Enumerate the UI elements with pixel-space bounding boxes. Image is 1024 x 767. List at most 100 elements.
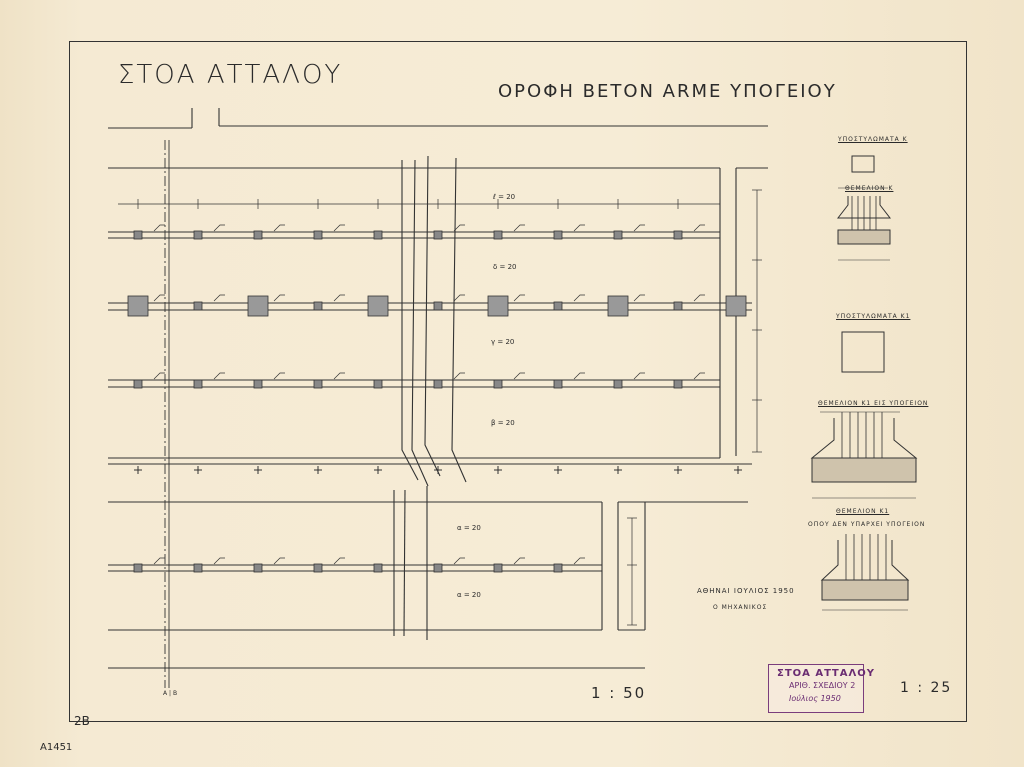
drawing-frame bbox=[69, 41, 967, 722]
column-row4-5 bbox=[433, 563, 443, 573]
slab-label-d: δ = 20 bbox=[493, 263, 517, 271]
bar-hook-22 bbox=[453, 372, 465, 380]
bar-hook-30 bbox=[333, 557, 345, 565]
column-row4-2 bbox=[253, 563, 263, 573]
bar-hook-6 bbox=[573, 224, 585, 232]
column-row1-0 bbox=[133, 230, 143, 240]
column-row2-7 bbox=[553, 301, 563, 311]
drawing-title: ΣΤΟΑ ΑΤΤΑΛΟΥ bbox=[118, 60, 343, 90]
column-row3-1 bbox=[193, 379, 203, 389]
stamp-line-3: Ιούλιος 1950 bbox=[789, 694, 841, 703]
column-row4-7 bbox=[553, 563, 563, 573]
column-large-0 bbox=[127, 295, 149, 317]
bar-hook-2 bbox=[273, 224, 285, 232]
bar-hook-3 bbox=[333, 224, 345, 232]
slab-label-a2: α = 20 bbox=[457, 591, 481, 599]
cut-line-3 bbox=[424, 155, 441, 477]
date-text: ΑΘΗΝΑΙ ΙΟΥΛΙΟΣ 1950 bbox=[697, 587, 795, 595]
bar-hook-10 bbox=[213, 294, 225, 302]
column-row4-0 bbox=[133, 563, 143, 573]
bar-hook-11 bbox=[273, 294, 285, 302]
column-row1-6 bbox=[493, 230, 503, 240]
column-row2-5 bbox=[433, 301, 443, 311]
bar-hook-14 bbox=[513, 294, 525, 302]
bar-hook-8 bbox=[693, 224, 705, 232]
bar-hook-32 bbox=[513, 557, 525, 565]
stamp-line-1: ΣΤΟΑ ΑΤΤΑΛΟΥ bbox=[777, 668, 875, 679]
detail-note-found-k1b: ΟΠΟΥ ΔΕΝ ΥΠΑΡΧΕΙ ΥΠΟΓΕΙΟΝ bbox=[808, 521, 926, 528]
detail-column-k1-section bbox=[841, 331, 885, 373]
bar-hook-1 bbox=[213, 224, 225, 232]
column-row3-0 bbox=[133, 379, 143, 389]
bar-hook-17 bbox=[693, 294, 705, 302]
bar-hook-19 bbox=[213, 372, 225, 380]
column-row1-5 bbox=[433, 230, 443, 240]
column-row2-1 bbox=[193, 301, 203, 311]
column-row4-4 bbox=[373, 563, 383, 573]
slab-label-b: β = 20 bbox=[491, 419, 515, 427]
detail-title-found-k1: ΘΕΜΕΛΙΟΝ Κ1 ΕΙΣ ΥΠΟΓΕΙΟΝ bbox=[818, 400, 929, 407]
detail-foundation-k1b-base bbox=[821, 579, 909, 601]
sheet-number: 2B bbox=[74, 714, 90, 728]
column-row4-1 bbox=[193, 563, 203, 573]
archive-stamp: ΣΤΟΑ ΑΤΤΑΛΟΥ ΑΡΙΘ. ΣΧΕΔΙΟΥ 2 Ιούλιος 195… bbox=[768, 664, 874, 713]
bar-hook-15 bbox=[573, 294, 585, 302]
detail-title-col-k1: ΥΠΟΣΤΥΛΩΜΑΤΑ Κ1 bbox=[836, 313, 911, 320]
slab-label-e: ℓ = 20 bbox=[493, 193, 516, 201]
detail-foundation-k1-outline bbox=[810, 418, 918, 459]
plan-elements bbox=[127, 189, 762, 626]
detail-title-found-k1b: ΘΕΜΕΛΙΟΝ Κ1 bbox=[836, 508, 890, 515]
column-row3-3 bbox=[313, 379, 323, 389]
column-large-10 bbox=[725, 295, 747, 317]
detail-foundation-k1b-outline bbox=[820, 540, 910, 581]
bar-hook-13 bbox=[453, 294, 465, 302]
bar-hook-26 bbox=[693, 372, 705, 380]
bar-hook-18 bbox=[153, 372, 165, 380]
bar-hook-33 bbox=[573, 557, 585, 565]
column-large-6 bbox=[487, 295, 509, 317]
detail-foundation-k-base bbox=[837, 229, 891, 245]
column-row1-7 bbox=[553, 230, 563, 240]
detail-title-col-k: ΥΠΟΣΤΥΛΩΜΑΤΑ Κ bbox=[838, 136, 908, 143]
column-row3-7 bbox=[553, 379, 563, 389]
bar-hook-12 bbox=[333, 294, 345, 302]
column-row3-4 bbox=[373, 379, 383, 389]
drawing-subtitle: ΟΡΟΦΗ ΒΕΤΟΝ ΑRΜΕ ΥΠΟΓΕΙΟΥ bbox=[498, 81, 837, 102]
column-row2-9 bbox=[673, 301, 683, 311]
column-row1-3 bbox=[313, 230, 323, 240]
column-large-4 bbox=[367, 295, 389, 317]
column-row1-8 bbox=[613, 230, 623, 240]
bar-hook-29 bbox=[273, 557, 285, 565]
bar-hook-9 bbox=[153, 294, 165, 302]
column-row3-2 bbox=[253, 379, 263, 389]
bar-hook-28 bbox=[213, 557, 225, 565]
column-row3-6 bbox=[493, 379, 503, 389]
bar-hook-23 bbox=[513, 372, 525, 380]
column-row3-9 bbox=[673, 379, 683, 389]
bar-hook-5 bbox=[513, 224, 525, 232]
bar-hook-16 bbox=[633, 294, 645, 302]
stamp-line-2: ΑΡΙΘ. ΣΧΕΔΙΟΥ 2 bbox=[789, 681, 856, 690]
bar-hook-7 bbox=[633, 224, 645, 232]
column-large-8 bbox=[607, 295, 629, 317]
column-row4-6 bbox=[493, 563, 503, 573]
cut-line-4 bbox=[451, 157, 467, 483]
signature-label: Ο ΜΗΧΑΝΙΚΟΣ bbox=[713, 604, 768, 611]
slab-label-a1: α = 20 bbox=[457, 524, 481, 532]
cut-line-6 bbox=[403, 489, 406, 637]
bar-hook-25 bbox=[633, 372, 645, 380]
detail-title-found-k: ΘΕΜΕΛΙΟΝ Κ bbox=[845, 185, 894, 192]
detail-foundation-k1-base bbox=[811, 457, 917, 483]
scale-main: 1 : 50 bbox=[591, 684, 647, 702]
detail-column-k-section bbox=[851, 155, 875, 173]
column-row4-3 bbox=[313, 563, 323, 573]
column-row2-3 bbox=[313, 301, 323, 311]
column-row1-9 bbox=[673, 230, 683, 240]
column-large-2 bbox=[247, 295, 269, 317]
bar-hook-24 bbox=[573, 372, 585, 380]
column-row3-8 bbox=[613, 379, 623, 389]
column-row1-2 bbox=[253, 230, 263, 240]
bar-hook-31 bbox=[453, 557, 465, 565]
bar-hook-27 bbox=[153, 557, 165, 565]
